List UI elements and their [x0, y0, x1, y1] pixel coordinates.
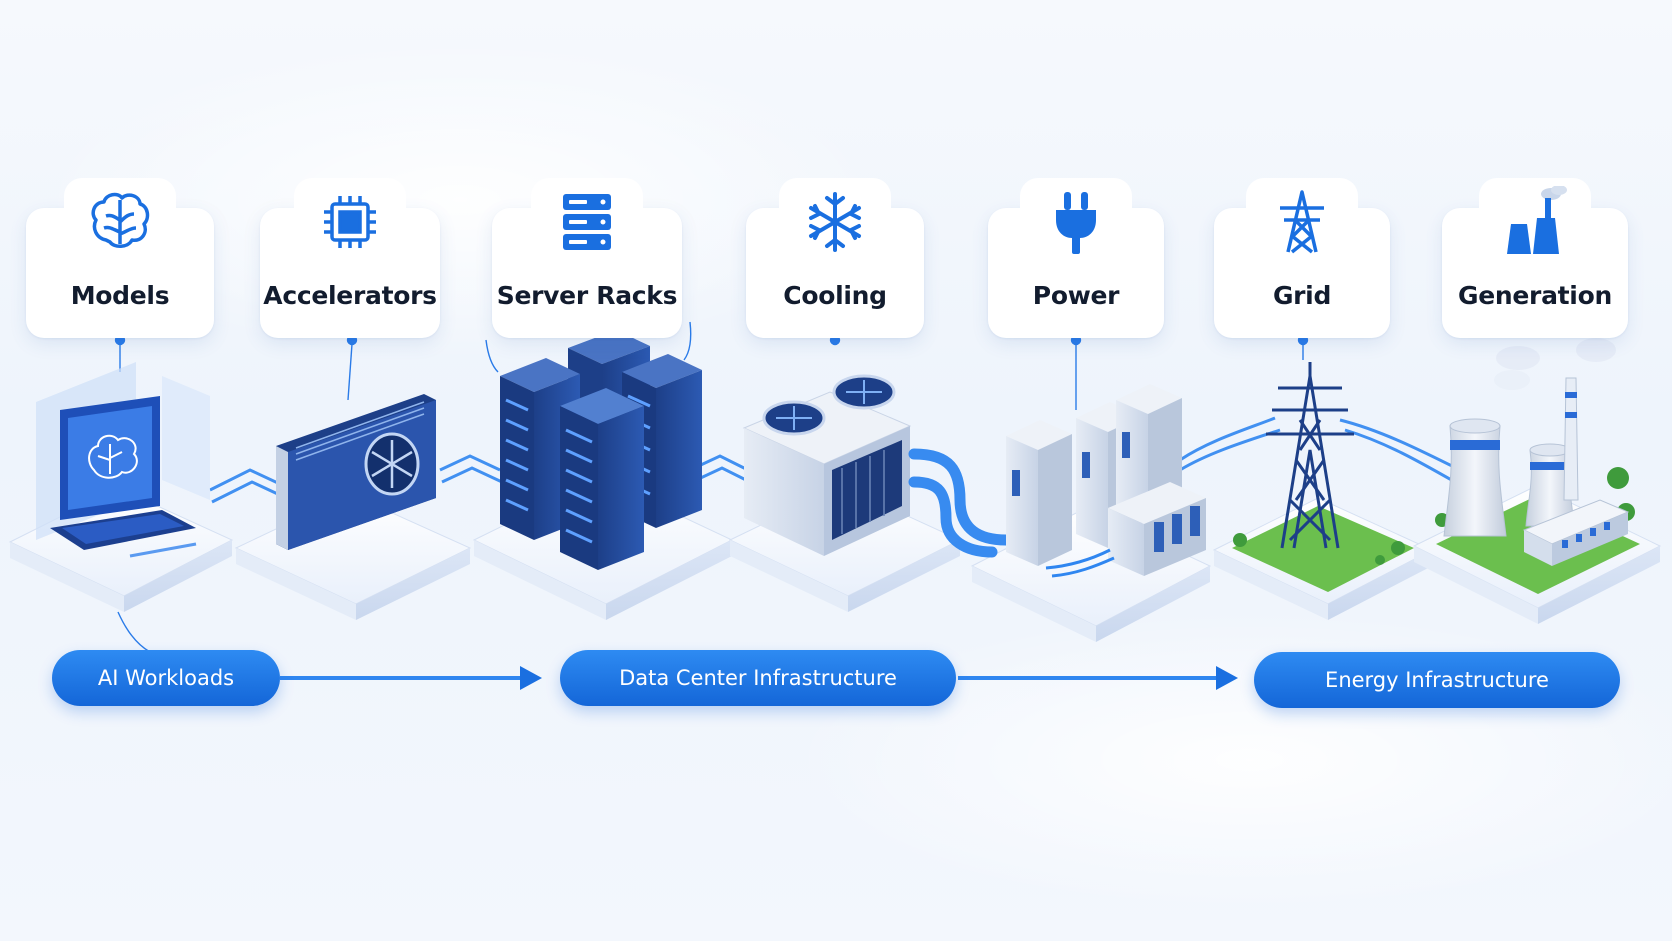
- group-pill-ai-workloads: AI Workloads: [52, 650, 280, 706]
- stage-label: Cooling: [783, 281, 887, 310]
- chip-icon: [324, 196, 376, 248]
- stage-card-server-racks: Server Racks: [492, 178, 682, 338]
- stage-label: Grid: [1272, 281, 1332, 310]
- server-icon: [563, 194, 611, 250]
- stage-card-models: Models: [26, 178, 214, 338]
- stage-label: Models: [70, 281, 170, 310]
- stage-label: Generation: [1458, 281, 1612, 310]
- stage-card-cooling: Cooling: [746, 178, 924, 338]
- platform-grid: [1212, 497, 1434, 620]
- stage-card-generation: Generation: [1442, 178, 1628, 338]
- stage-label: Accelerators: [263, 281, 437, 310]
- transmission-tower-icon: [1280, 190, 1324, 254]
- flow-arrow: [280, 666, 542, 690]
- laptop-illustration: [36, 362, 210, 558]
- transmission-tower-illustration: [1266, 362, 1354, 549]
- stage-label: Server Racks: [496, 281, 678, 310]
- cooling-unit-illustration: [742, 374, 1012, 558]
- power-substation-illustration: [1006, 384, 1206, 578]
- group-pill-data-center-infrastructure: Data Center Infrastructure: [560, 650, 956, 706]
- stage-label: Power: [1032, 281, 1120, 310]
- gpu-card-illustration: [276, 394, 436, 550]
- power-plant-illustration: [1443, 338, 1630, 566]
- stage-card-accelerators: Accelerators: [260, 178, 440, 338]
- stage-card-grid: Grid: [1214, 178, 1390, 338]
- brain-icon: [91, 192, 150, 248]
- connecting-cables: [209, 416, 1461, 504]
- stage-card-power: Power: [988, 178, 1164, 338]
- trees: [1233, 467, 1635, 565]
- flow-arrow: [958, 666, 1238, 690]
- snowflake-icon: [809, 192, 861, 252]
- group-pill-energy-infrastructure: Energy Infrastructure: [1254, 652, 1620, 708]
- plug-icon: [1056, 192, 1096, 254]
- server-racks-illustration: [500, 330, 702, 570]
- power-plant-icon: [1507, 186, 1567, 254]
